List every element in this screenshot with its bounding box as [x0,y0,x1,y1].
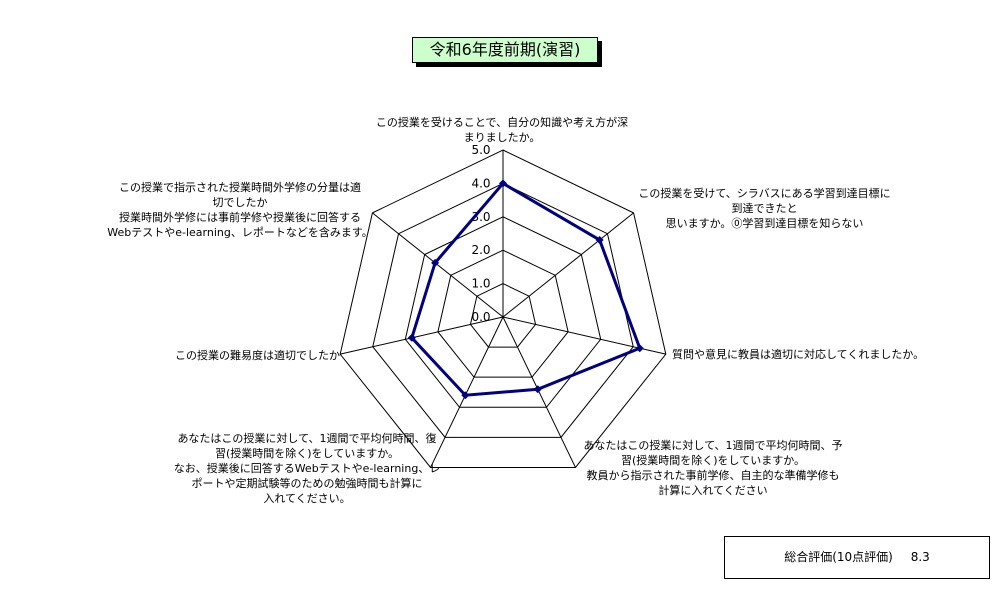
axis-label-line: この授業を受けて、シラバスにある学習到達目標に [638,187,891,200]
axis-label-line: 切でしたか [212,196,268,209]
grid-spoke-2 [502,212,634,318]
chart-title-box: 令和6年度前期(演習) [412,37,604,67]
tick-label: 1.0 [471,277,490,291]
tick-label: 2.0 [471,243,490,257]
axis-label-7: この授業で指示された授業時間外学修の分量は適切でしたか授業時間外学修には事前学修… [100,180,380,240]
overall-evaluation-box: 総合評価(10点評価) 8.3 [724,536,990,579]
chart-title: 令和6年度前期(演習) [412,37,598,63]
axis-label-line: あなたはこの授業に対して、1週間で平均何時間、復 [177,432,437,445]
axis-label-line: 授業時間外学修には事前学修や授業後に回答する [119,211,361,224]
axis-label-line: 計算に入れてください [658,484,768,497]
data-point [499,179,507,188]
data-point [595,235,604,244]
overall-evaluation-label: 総合評価(10点評価) [784,550,893,564]
axis-label-line: ポートや定期試験等のための勉強時間も計算に [191,477,423,490]
axis-label-line: 到達できたと [731,202,798,215]
series-line [410,181,642,397]
data-point [407,333,416,342]
axis-label-line: 質問や意見に教員は適切に対応してくれましたか。 [672,348,925,361]
axis-label-line: 習(授業時間を除く)をしていますか。 [620,454,806,467]
axis-label-4: あなたはこの授業に対して、1週間で平均何時間、予習(授業時間を除く)をしています… [568,438,858,498]
grid-spoke-5 [430,316,504,468]
axis-label-line: あなたはこの授業に対して、1週間で平均何時間、予 [583,439,843,452]
grid-ring-4 [372,182,634,438]
data-point [431,258,440,267]
overall-evaluation-score: 8.3 [910,550,930,564]
grid-spoke-7 [372,212,504,318]
tick-label: 5.0 [471,143,490,157]
grid-spoke-6 [340,316,504,355]
axis-label-line: まりましたか。 [463,131,541,144]
axis-label-line: 入れてください。 [263,492,351,505]
tick-label: 4.0 [471,176,490,190]
data-point [461,391,470,400]
grid-ring-5 [339,149,667,468]
axis-label-line: Webテストやe-learning、レポートなどを含みます。 [107,226,373,239]
axis-label-2: この授業を受けて、シラバスにある学習到達目標に到達できたと思いますか。⓪学習到達… [632,186,897,231]
axis-label-line: 習(授業時間を除く)をしていますか。 [214,447,400,460]
axis-label-6: この授業の難易度は適切でしたか [100,348,340,363]
axis-label-line: この授業を受けることで、自分の知識や考え方が深 [375,116,629,129]
axis-label-3: 質問や意見に教員は適切に対応してくれましたか。 [672,347,942,362]
grid-ring-1 [469,283,537,348]
axis-label-line: なお、授業後に回答するWebテストやe-learning、レ [173,462,441,475]
data-point [635,344,644,353]
axis-label-line: この授業で指示された授業時間外学修の分量は適 [119,181,361,194]
grid-ring-3 [404,216,602,408]
data-point [533,385,542,394]
tick-label: 0.0 [471,310,490,324]
grid-spoke-4 [502,316,576,468]
axis-label-1: この授業を受けることで、自分の知識や考え方が深まりましたか。 [362,115,642,145]
axis-label-line: 教員から指示された事前学修、自主的な準備学修も [586,469,840,482]
axis-label-line: この授業の難易度は適切でしたか [175,349,340,362]
axis-label-line: 思いますか。⓪学習到達目標を知らない [665,217,864,230]
grid-ring-2 [437,249,569,378]
axis-label-5: あなたはこの授業に対して、1週間で平均何時間、復習(授業時間を除く)をしています… [162,431,452,506]
